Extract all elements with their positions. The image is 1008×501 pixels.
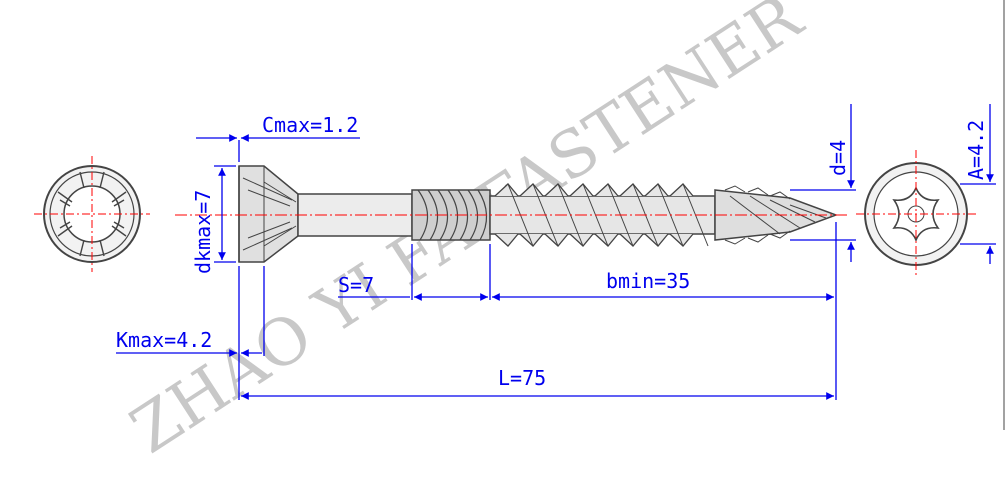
dkmax-label: dkmax=7 (191, 190, 215, 274)
l-label: L=75 (498, 366, 546, 390)
bmin-label: bmin=35 (606, 269, 690, 293)
cmax-label: Cmax=1.2 (262, 113, 358, 137)
drive-end-view (856, 150, 976, 278)
head-top-view (34, 156, 150, 272)
screw-side-view (175, 165, 850, 263)
dimension-lines (116, 104, 996, 400)
d-label: d=4 (826, 140, 850, 176)
a-label: A=4.2 (964, 120, 988, 180)
kmax-label: Kmax=4.2 (116, 328, 212, 352)
s-label: S=7 (338, 273, 374, 297)
